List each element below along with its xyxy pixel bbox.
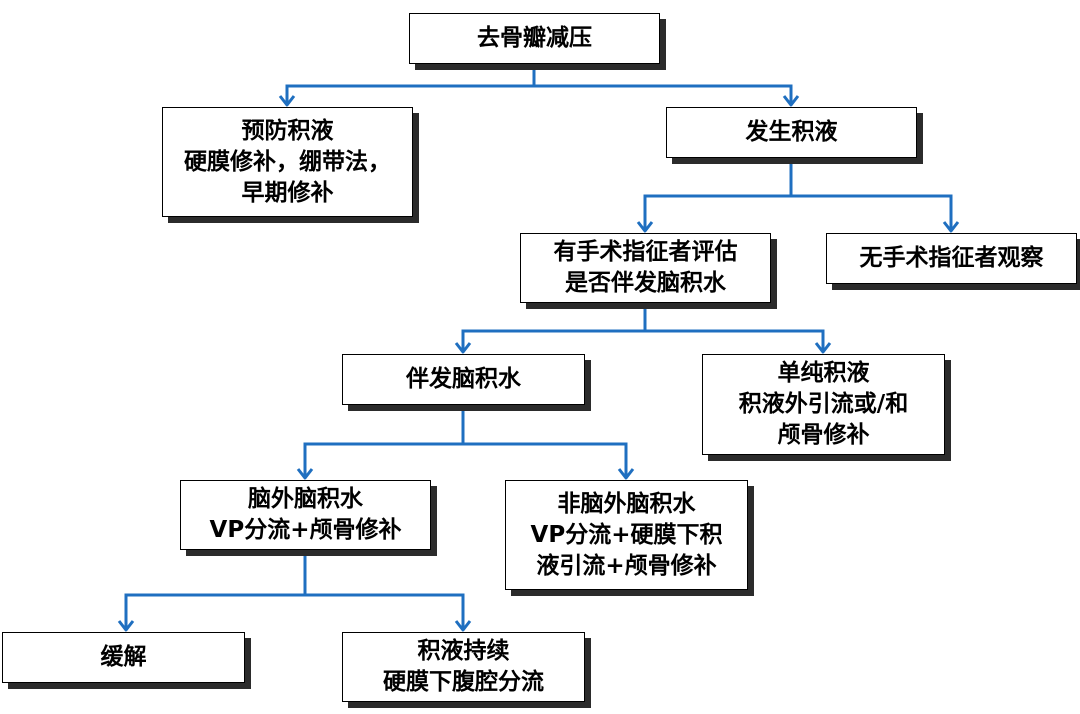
node-line: 发生积液: [745, 119, 838, 145]
node-line: 无手术指征者观察: [859, 245, 1044, 271]
node-line: VP分流+颅骨修补: [209, 517, 402, 543]
arrowhead: [942, 221, 960, 233]
node-line: 颅骨修补: [777, 422, 870, 448]
node-relief: 缓解: [2, 632, 245, 683]
node-prevent-effusion: 预防积液 硬膜修补，绷带法， 早期修补: [162, 107, 413, 217]
node-line: 积液持续: [417, 638, 510, 664]
arrowhead: [296, 468, 314, 480]
node-line: 伴发脑积水: [406, 366, 521, 392]
arrowhead: [782, 95, 800, 107]
node-line: 硬膜下腹腔分流: [383, 669, 544, 695]
node-line: 有手术指征者评估: [553, 239, 738, 265]
arrowhead: [454, 342, 472, 354]
node-line: 积液外引流或/和: [738, 391, 909, 417]
node-persistent-effusion: 积液持续 硬膜下腹腔分流: [342, 632, 585, 702]
node-line: 单纯积液: [777, 360, 870, 386]
node-no-indication-observe: 无手术指征者观察: [826, 233, 1077, 284]
node-line: 预防积液: [241, 117, 334, 144]
arrowhead: [278, 95, 296, 107]
node-line: 脑外脑积水: [248, 486, 363, 512]
arrowhead: [454, 620, 472, 632]
node-non-external-hydrocephalus: 非脑外脑积水 VP分流+硬膜下积 液引流+颅骨修补: [505, 480, 748, 590]
node-line: 非脑外脑积水: [557, 490, 696, 517]
node-line: 缓解: [100, 644, 147, 670]
node-craniectomy: 去骨瓣减压: [409, 13, 660, 64]
node-line: 去骨瓣减压: [477, 25, 592, 51]
arrowhead: [617, 468, 635, 480]
node-surgical-indication-assess: 有手术指征者评估 是否伴发脑积水: [520, 233, 771, 303]
node-effusion-occurs: 发生积液: [666, 107, 917, 158]
node-external-hydrocephalus: 脑外脑积水 VP分流+颅骨修补: [180, 480, 431, 550]
arrowhead: [636, 221, 654, 233]
node-line: 液引流+颅骨修补: [536, 552, 717, 579]
node-line: 硬膜修补，绷带法，: [184, 148, 391, 175]
node-line: 是否伴发脑积水: [565, 270, 726, 296]
arrowhead: [814, 342, 832, 354]
node-with-hydrocephalus: 伴发脑积水: [342, 354, 585, 405]
node-line: VP分流+硬膜下积: [530, 521, 723, 548]
arrowhead: [117, 620, 135, 632]
node-simple-effusion: 单纯积液 积液外引流或/和 颅骨修补: [702, 354, 945, 455]
node-line: 早期修补: [241, 179, 334, 206]
